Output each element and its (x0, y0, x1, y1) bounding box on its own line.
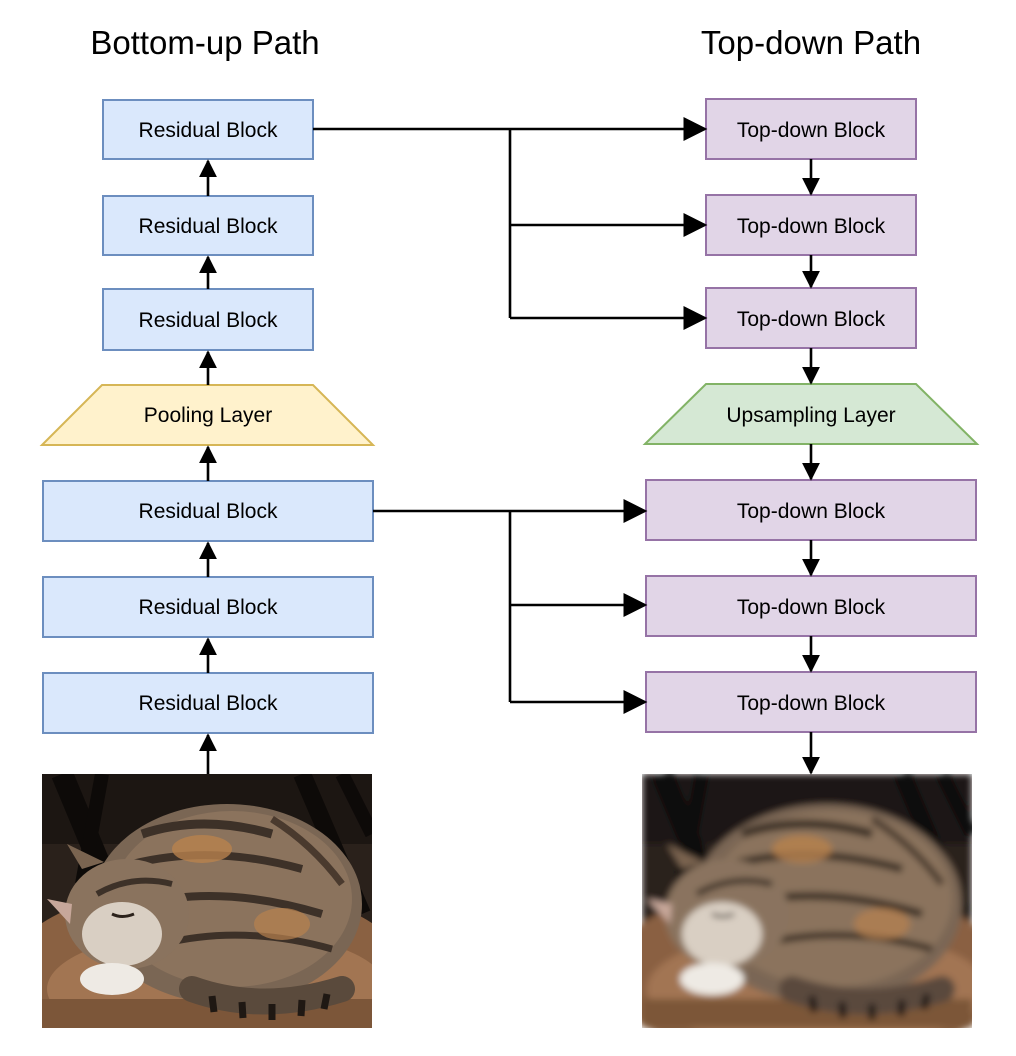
svg-text:Pooling Layer: Pooling Layer (144, 404, 272, 427)
svg-text:Upsampling Layer: Upsampling Layer (726, 404, 895, 427)
residual-block-lower-2: Residual Block (42, 576, 374, 638)
top-down-block-6: Top-down Block (645, 671, 977, 733)
top-down-block-2: Top-down Block (705, 194, 917, 256)
bottom-up-title: Bottom-up Path (90, 24, 319, 61)
output-cat-image-blurred (607, 774, 1007, 1056)
skip-connection-upper (313, 117, 708, 330)
svg-text:Residual Block: Residual Block (139, 500, 278, 523)
residual-block-lower-3: Residual Block (42, 672, 374, 734)
input-cat-image (7, 774, 407, 1056)
top-down-block-4: Top-down Block (645, 479, 977, 541)
svg-text:Top-down Block: Top-down Block (737, 500, 886, 523)
svg-text:Residual Block: Residual Block (139, 309, 278, 332)
residual-block-lower-1: Residual Block (42, 480, 374, 542)
svg-text:Residual Block: Residual Block (139, 692, 278, 715)
svg-text:Top-down Block: Top-down Block (737, 119, 886, 142)
top-down-block-5: Top-down Block (645, 575, 977, 637)
upsampling-layer: Upsampling Layer (642, 383, 980, 445)
top-down-title: Top-down Path (701, 24, 921, 61)
residual-block-upper-2: Residual Block (102, 195, 314, 256)
svg-text:Residual Block: Residual Block (139, 596, 278, 619)
skip-connection-lower (373, 499, 648, 714)
top-down-block-3: Top-down Block (705, 287, 917, 349)
svg-text:Top-down Block: Top-down Block (737, 308, 886, 331)
svg-text:Top-down Block: Top-down Block (737, 692, 886, 715)
svg-text:Residual Block: Residual Block (139, 119, 278, 142)
svg-text:Residual Block: Residual Block (139, 215, 278, 238)
residual-block-top: Residual Block (102, 99, 314, 160)
top-down-block-1: Top-down Block (705, 98, 917, 160)
svg-text:Top-down Block: Top-down Block (737, 596, 886, 619)
pooling-layer: Pooling Layer (39, 384, 376, 446)
svg-text:Top-down Block: Top-down Block (737, 215, 886, 238)
residual-block-upper-3: Residual Block (102, 288, 314, 351)
